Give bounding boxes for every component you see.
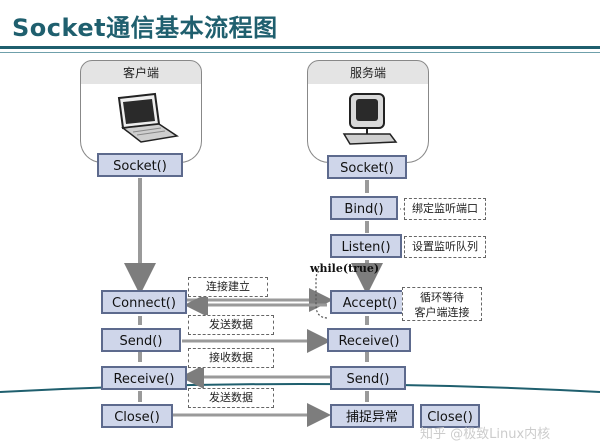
client-panel	[80, 84, 202, 163]
client-close-box: Close()	[101, 404, 173, 428]
bind-note: 绑定监听端口	[404, 198, 486, 220]
desktop-computer-icon	[342, 93, 398, 145]
server-receive-box: Receive()	[327, 328, 411, 352]
server-exception-box: 捕捉异常	[330, 404, 414, 428]
receive-note: 接收数据	[188, 348, 274, 368]
bottom-decoration	[0, 383, 600, 393]
server-accept-box: Accept()	[330, 290, 410, 314]
connect-note: 连接建立	[188, 277, 268, 297]
server-bind-box: Bind()	[330, 196, 398, 220]
accept-note: 循环等待 客户端连接	[402, 287, 482, 321]
loop-label: while(true)	[310, 262, 380, 275]
client-send-box: Send()	[101, 328, 181, 352]
title-bar: Socket通信基本流程图	[0, 0, 600, 56]
server-listen-box: Listen()	[330, 234, 402, 258]
watermark: 知乎 @极致Linux内核	[420, 427, 551, 442]
accept-note-line2: 客户端连接	[414, 306, 470, 319]
title-divider	[0, 46, 600, 49]
close-note: 发送数据	[188, 388, 274, 408]
send-note: 发送数据	[188, 315, 274, 335]
server-socket-box: Socket()	[327, 155, 407, 179]
page-title: Socket通信基本流程图	[12, 14, 278, 42]
listen-note: 设置监听队列	[404, 236, 486, 258]
client-connect-box: Connect()	[101, 290, 187, 314]
server-send-box: Send()	[330, 366, 406, 390]
server-panel	[307, 84, 429, 163]
client-receive-box: Receive()	[101, 366, 187, 390]
client-header: 客户端	[80, 60, 202, 86]
server-header: 服务端	[307, 60, 429, 86]
client-socket-box: Socket()	[97, 153, 183, 177]
title-divider-thin	[0, 52, 600, 53]
laptop-icon	[117, 92, 179, 143]
server-close-box: Close()	[420, 404, 480, 428]
accept-note-line1: 循环等待	[420, 291, 464, 304]
